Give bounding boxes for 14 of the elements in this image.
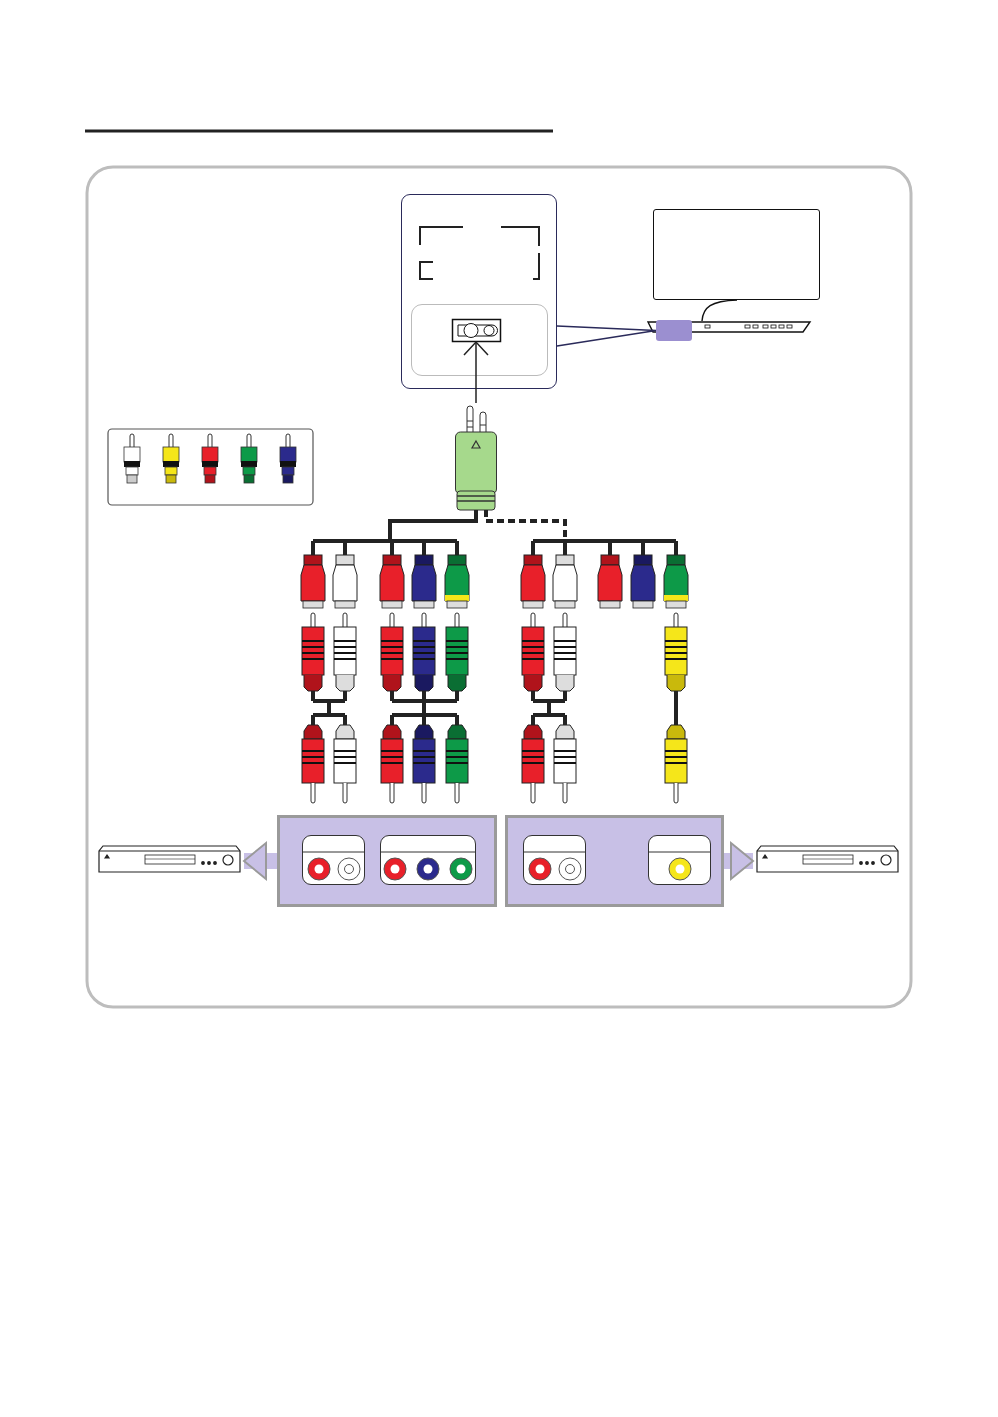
input-panel — [505, 815, 724, 907]
input-panel — [277, 815, 497, 907]
leader-line — [388, 510, 478, 541]
cable-bundle-drawing — [298, 541, 473, 805]
port-window — [411, 304, 548, 376]
leader-line — [556, 325, 657, 347]
inset-callout-box — [401, 194, 557, 389]
jack-icon — [452, 319, 501, 342]
tv-screen — [653, 209, 820, 300]
block-arrow — [243, 842, 277, 880]
port-highlight — [656, 320, 692, 341]
block-arrow — [724, 842, 754, 880]
adapter-drawing — [455, 403, 497, 510]
arrow — [463, 341, 489, 404]
